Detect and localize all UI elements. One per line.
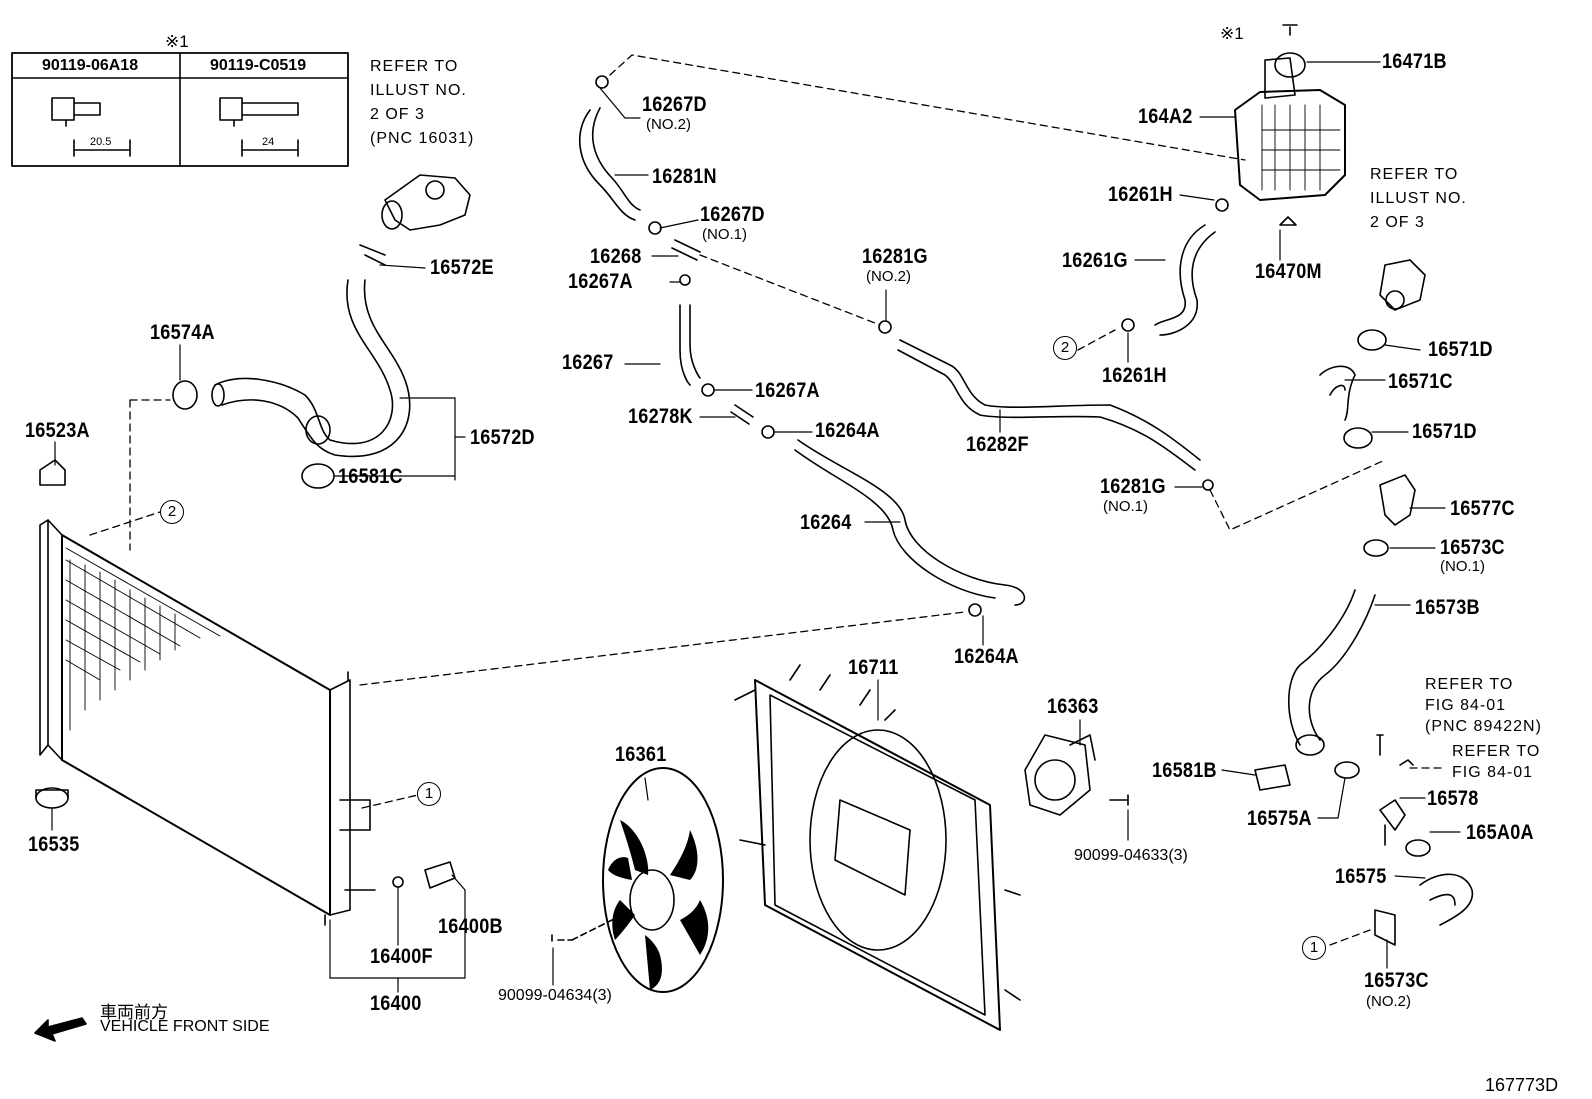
part-label-16571D-top: 16571D xyxy=(1428,338,1493,361)
part-label-16267D-no2: 16267D xyxy=(642,93,707,116)
vehicle-front-en: VEHICLE FRONT SIDE xyxy=(100,1018,270,1035)
note-refer-illust-right: REFER TO ILLUST NO. 2 OF 3 xyxy=(1370,166,1467,231)
part-sub-16573C-no2: (NO.2) xyxy=(1366,993,1411,1010)
part-sub-16267D-no2: (NO.2) xyxy=(646,116,691,133)
bolt-part-number-1: 90119-06A18 xyxy=(42,57,139,74)
part-label-16264A-top: 16264A xyxy=(815,419,880,442)
bolt-part-number-2: 90119-C0519 xyxy=(210,57,307,74)
part-label-16578: 16578 xyxy=(1427,787,1479,810)
part-label-16535: 16535 xyxy=(28,833,80,856)
upper-radiator-hose xyxy=(211,279,411,489)
part-label-16264: 16264 xyxy=(800,511,852,534)
part-label-16711: 16711 xyxy=(848,656,899,679)
part-sub-16267D-no1: (NO.1) xyxy=(702,226,747,243)
part-label-16361: 16361 xyxy=(615,743,667,766)
connection-marker-2-right: 2 xyxy=(1053,336,1077,360)
part-label-16581C: 16581C xyxy=(338,465,403,488)
part-label-90099-04633: 90099-04633(3) xyxy=(1074,847,1188,864)
part-label-16281G-no1: 16281G xyxy=(1100,475,1166,498)
part-label-16363: 16363 xyxy=(1047,695,1099,718)
bolt-table-mark: ※1 xyxy=(165,32,189,51)
connection-marker-1-right: 1 xyxy=(1302,936,1326,960)
part-sub-16281G-no1: (NO.1) xyxy=(1103,498,1148,515)
cooling-fan xyxy=(551,767,724,993)
diagram-id: 167773D xyxy=(1485,1075,1559,1095)
part-sub-16573C-no1: (NO.1) xyxy=(1440,558,1485,575)
part-label-16581B: 16581B xyxy=(1152,759,1217,782)
part-label-164A2: 164A2 xyxy=(1138,105,1193,128)
reservoir-tank xyxy=(1215,24,1346,226)
part-label-16264A-bottom: 16264A xyxy=(954,645,1019,668)
part-label-90099-04634: 90099-04634(3) xyxy=(498,987,612,1004)
part-label-16572E: 16572E xyxy=(430,256,494,279)
part-label-16261G: 16261G xyxy=(1062,249,1128,272)
part-label-16572D: 16572D xyxy=(470,426,535,449)
bolt-length-2: 24 xyxy=(262,136,275,148)
bolt-table xyxy=(11,52,349,167)
right-coolant-hoses xyxy=(1254,259,1474,946)
part-label-16573C-no2: 16573C xyxy=(1364,969,1429,992)
part-label-16281N: 16281N xyxy=(652,165,717,188)
thermostat-housing xyxy=(359,174,471,266)
part-label-16573C-no1: 16573C xyxy=(1440,536,1505,559)
part-label-16400F: 16400F xyxy=(370,945,433,968)
part-label-16571D-bottom: 16571D xyxy=(1412,420,1477,443)
part-label-16400: 16400 xyxy=(370,992,422,1015)
part-label-16571C: 16571C xyxy=(1388,370,1453,393)
part-label-16278K: 16278K xyxy=(628,405,693,428)
connection-marker-1-left: 1 xyxy=(417,782,441,806)
part-label-16400B: 16400B xyxy=(438,915,503,938)
hose-16282F xyxy=(878,320,1214,491)
hose-16281N xyxy=(579,75,662,235)
part-label-16577C: 16577C xyxy=(1450,497,1515,520)
part-label-16267A-top: 16267A xyxy=(568,270,633,293)
part-label-16573B: 16573B xyxy=(1415,596,1480,619)
part-label-16261H-bottom: 16261H xyxy=(1102,364,1167,387)
note-refer-fig-2: REFER TO FIG 84-01 xyxy=(1452,743,1541,781)
part-label-16282F: 16282F xyxy=(966,433,1029,456)
fan-motor xyxy=(1024,734,1129,816)
part-label-16281G-no2: 16281G xyxy=(862,245,928,268)
note-refer-fig-1: REFER TO FIG 84-01 (PNC 89422N) xyxy=(1425,676,1542,735)
part-sub-16281G-no2: (NO.2) xyxy=(866,268,911,285)
part-label-16267D-no1: 16267D xyxy=(700,203,765,226)
part-label-16574A: 16574A xyxy=(150,321,215,344)
radiator xyxy=(39,519,376,926)
part-label-16471B: 16471B xyxy=(1382,50,1447,73)
part-label-16267A-mid: 16267A xyxy=(755,379,820,402)
part-label-16575A: 16575A xyxy=(1247,807,1312,830)
part-label-165A0A: 165A0A xyxy=(1466,821,1534,844)
part-label-16261H-top: 16261H xyxy=(1108,183,1173,206)
part-label-16575: 16575 xyxy=(1335,865,1387,888)
fan-shroud xyxy=(734,664,1021,1031)
hose-16264 xyxy=(794,439,1026,617)
mark-1-tank: ※1 xyxy=(1220,24,1244,43)
note-refer-pnc16031: REFER TO ILLUST NO. 2 OF 3 (PNC 16031) xyxy=(370,58,475,147)
connection-marker-2-left: 2 xyxy=(160,500,184,524)
vehicle-front-jp: 車両前方 xyxy=(100,1003,168,1022)
bolt-length-1: 20.5 xyxy=(90,136,112,148)
part-label-16523A: 16523A xyxy=(25,419,90,442)
part-label-16268: 16268 xyxy=(590,245,642,268)
part-label-16470M: 16470M xyxy=(1255,260,1322,283)
part-label-16267: 16267 xyxy=(562,351,614,374)
